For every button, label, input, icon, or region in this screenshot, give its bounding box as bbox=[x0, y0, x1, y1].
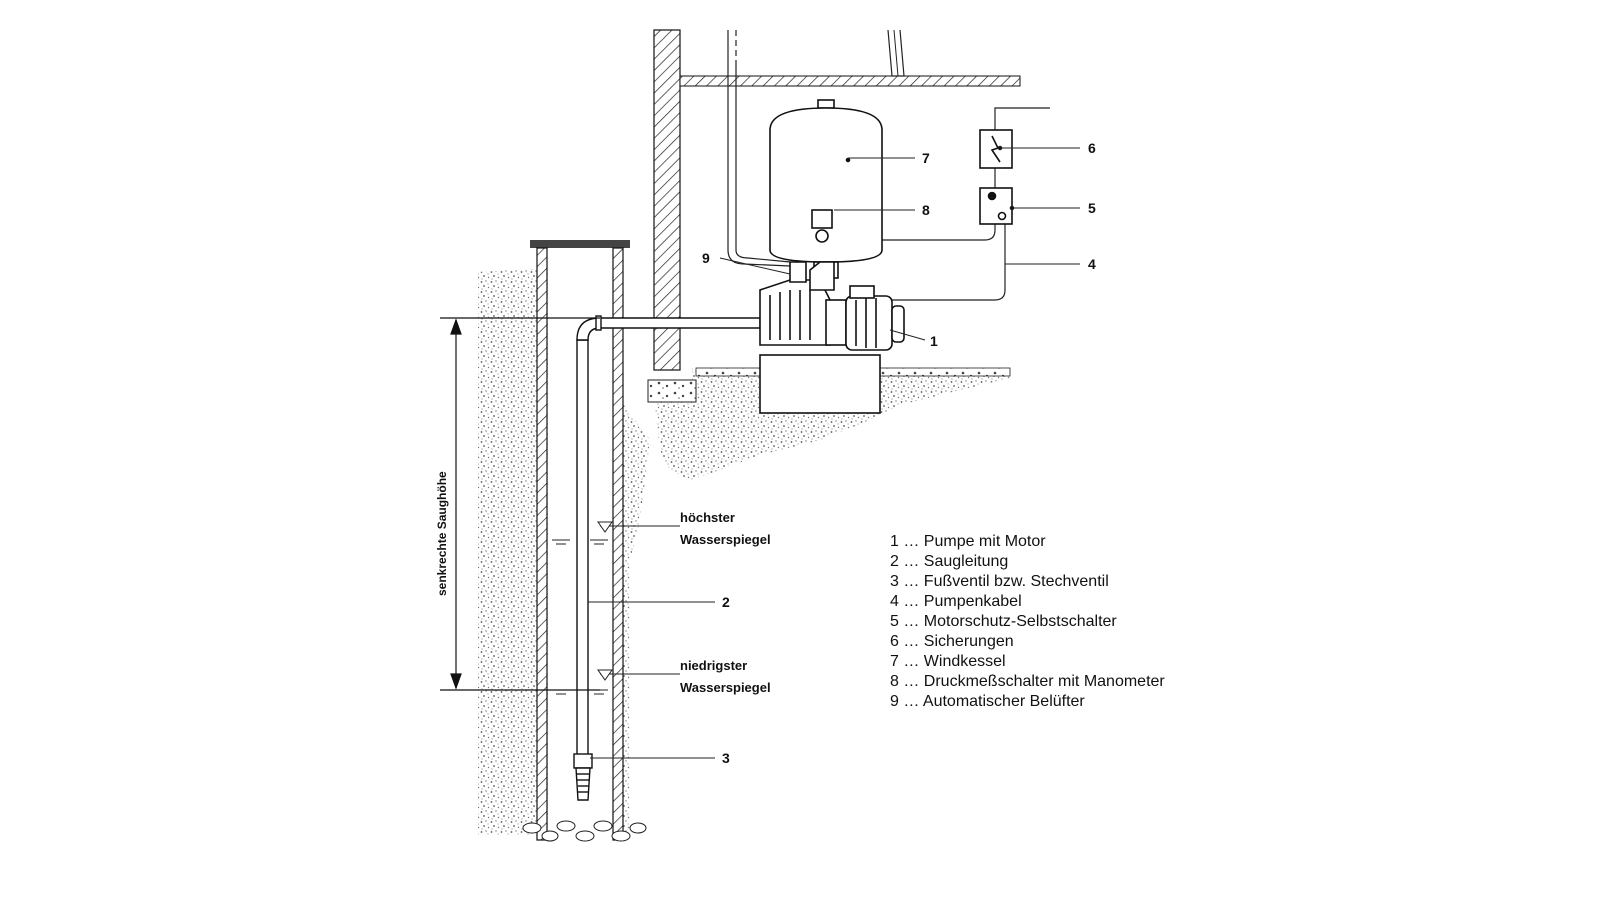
pump-motor bbox=[759, 261, 905, 414]
highest-water-label-2: Wasserspiegel bbox=[680, 532, 771, 547]
building-wall bbox=[647, 29, 1021, 403]
callout-2: 2 bbox=[722, 594, 730, 610]
soil-ground bbox=[478, 268, 1010, 835]
legend-item-7: 7 … Windkessel bbox=[890, 653, 1006, 670]
cables bbox=[727, 30, 1050, 301]
lowest-water-label: niedrigster bbox=[680, 658, 747, 673]
legend-item-8: 8 … Druckmeßschalter mit Manometer bbox=[890, 673, 1165, 690]
callout-7: 7 bbox=[922, 150, 930, 166]
highest-water-label: höchster bbox=[680, 510, 735, 525]
legend-item-4: 4 … Pumpenkabel bbox=[890, 593, 1022, 610]
pressure-tank bbox=[769, 99, 883, 279]
callout-6: 6 bbox=[1088, 140, 1096, 156]
legend-item-5: 5 … Motorschutz-Selbstschalter bbox=[890, 613, 1117, 630]
legend-item-3: 3 … Fußventil bzw. Stechventil bbox=[890, 573, 1109, 590]
callout-1: 1 bbox=[930, 333, 938, 349]
callout-8: 8 bbox=[922, 202, 930, 218]
legend: 1 … Pumpe mit Motor 2 … Saugleitung 3 … … bbox=[890, 533, 1165, 710]
legend-item-6: 6 … Sicherungen bbox=[890, 633, 1014, 650]
callout-leaders bbox=[588, 145, 1080, 759]
callout-4: 4 bbox=[1088, 256, 1096, 272]
legend-item-9: 9 … Automatischer Belüfter bbox=[890, 693, 1085, 710]
well-gravel bbox=[522, 820, 647, 842]
lowest-water-label-2: Wasserspiegel bbox=[680, 680, 771, 695]
suction-pipe bbox=[573, 315, 761, 801]
callout-9: 9 bbox=[702, 250, 710, 266]
callout-5: 5 bbox=[1088, 200, 1096, 216]
suction-height-label: senkrechte Saughöhe bbox=[435, 471, 449, 596]
legend-item-1: 1 … Pumpe mit Motor bbox=[890, 533, 1046, 550]
suction-height-dimension bbox=[440, 317, 600, 691]
electrical-boxes bbox=[979, 129, 1013, 225]
legend-item-2: 2 … Saugleitung bbox=[890, 553, 1008, 570]
callout-3: 3 bbox=[722, 750, 730, 766]
